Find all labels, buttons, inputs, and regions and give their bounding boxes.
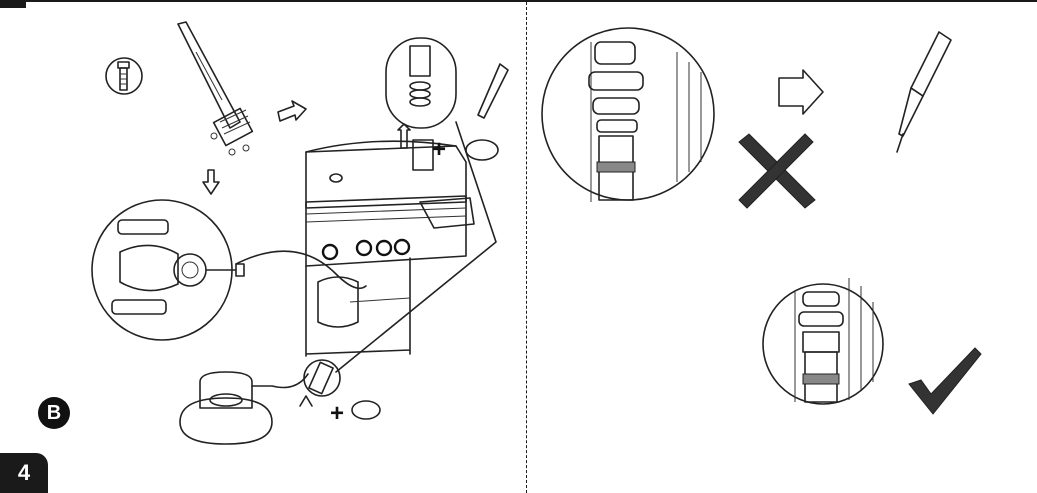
assembly-illustration <box>0 2 527 493</box>
screwdriver-icon <box>897 32 951 152</box>
arrow-down-icon <box>203 170 219 194</box>
arrow-right-outline-icon <box>779 70 823 114</box>
grill-illustration <box>306 141 474 356</box>
x-mark-icon <box>739 134 815 208</box>
right-panel <box>527 2 1037 493</box>
arrow-up-icon <box>300 396 312 406</box>
step-number-badge: 4 <box>0 453 48 493</box>
connector-detail-icon <box>106 58 142 94</box>
hose-end-icon <box>178 22 252 155</box>
correct-fitting-detail-icon <box>763 278 883 404</box>
hose-check-illustration <box>527 2 1037 493</box>
screwdriver-small-icon <box>478 64 508 118</box>
plus-sign-top: + <box>432 138 446 162</box>
hose-clamp-bottom-icon <box>352 401 380 419</box>
incorrect-fitting-detail-icon <box>542 28 714 202</box>
step-marker-b: B <box>38 397 70 429</box>
gas-hose <box>236 251 366 288</box>
left-panel: B + + <box>0 2 527 493</box>
regulator-detail-icon <box>92 200 244 340</box>
arrow-right-icon <box>278 101 306 121</box>
plus-sign-bottom: + <box>330 402 344 426</box>
gas-bottle-icon <box>180 372 308 444</box>
hose-end-detail-icon <box>304 360 340 396</box>
leader-line <box>336 122 496 372</box>
check-mark-icon <box>909 348 981 414</box>
hose-clamp-icon <box>466 140 498 160</box>
